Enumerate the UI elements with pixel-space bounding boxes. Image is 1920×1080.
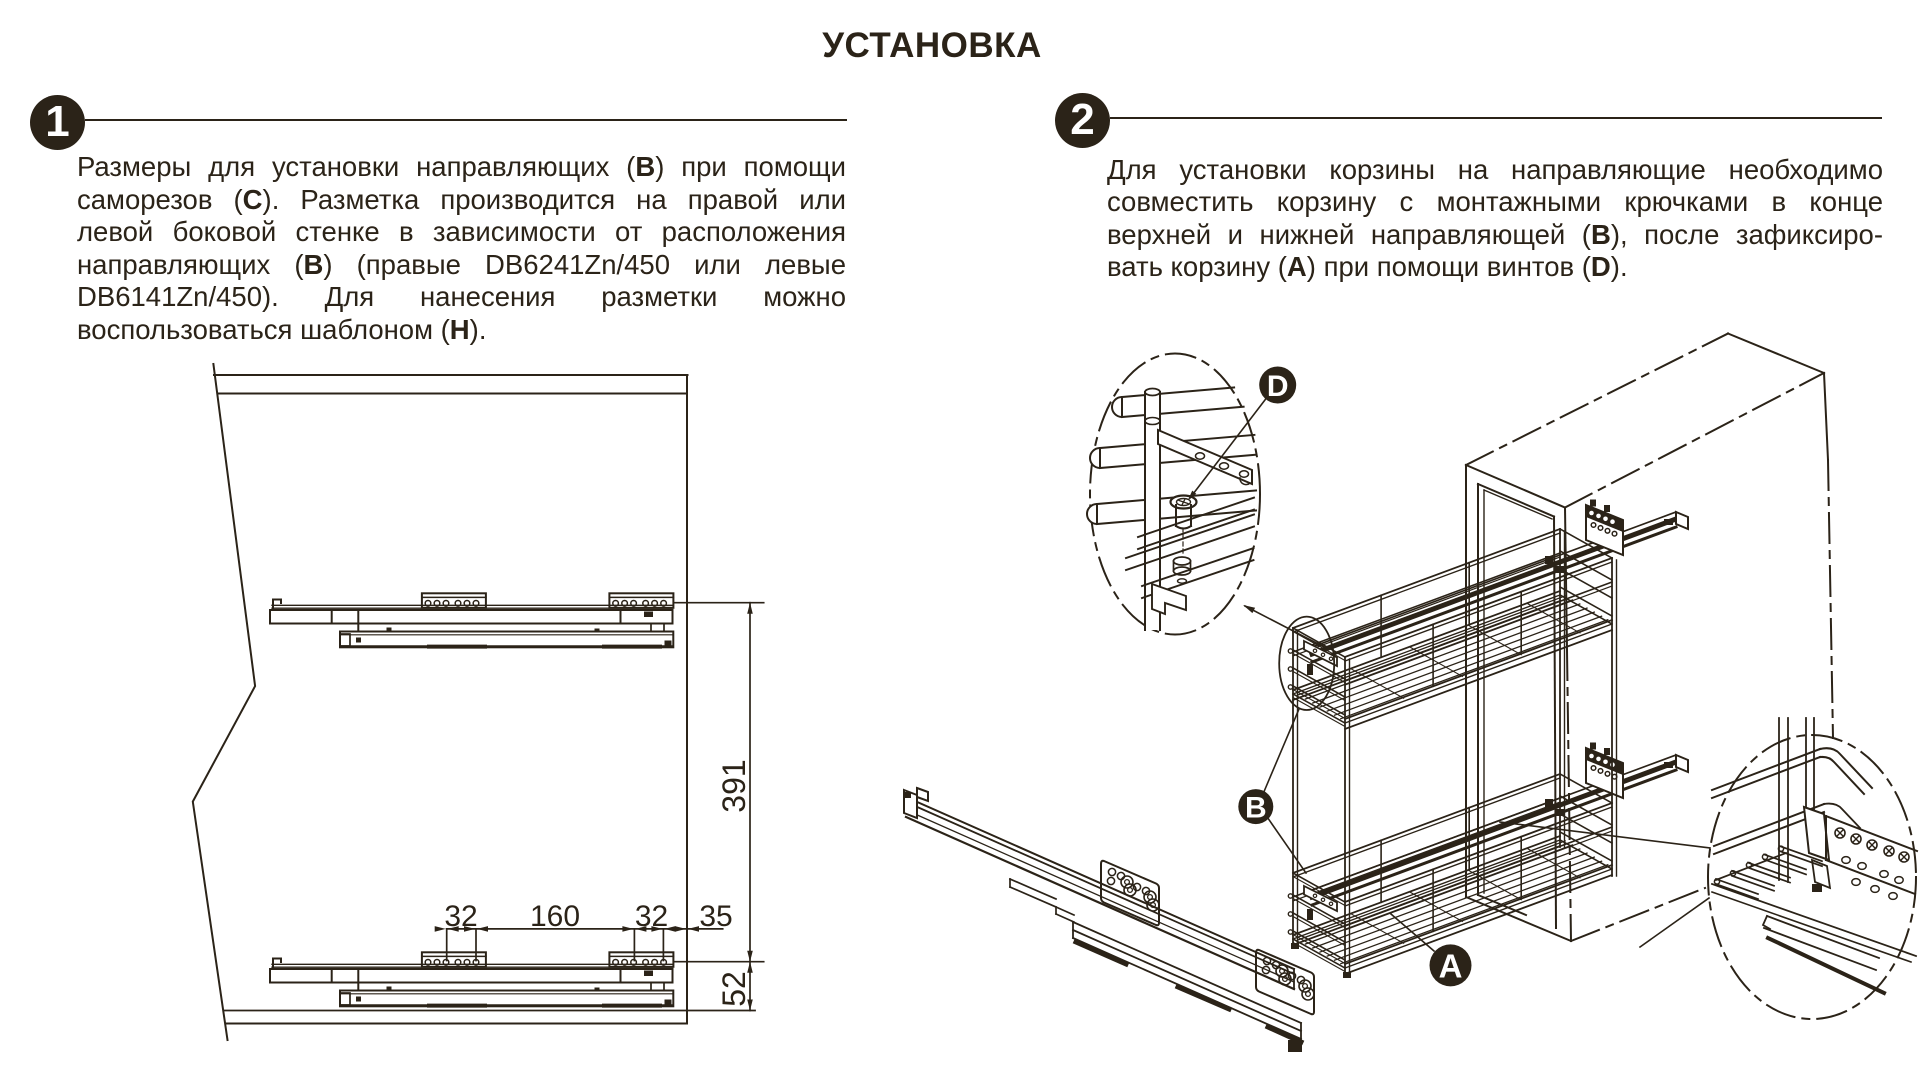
svg-text:D: D	[1267, 370, 1289, 403]
svg-text:52: 52	[716, 971, 752, 1007]
svg-text:391: 391	[716, 759, 752, 812]
svg-text:35: 35	[699, 900, 732, 933]
svg-text:160: 160	[530, 900, 580, 933]
svg-text:B: B	[1245, 792, 1267, 825]
svg-text:32: 32	[635, 900, 668, 933]
svg-text:32: 32	[444, 900, 477, 933]
svg-text:A: A	[1439, 948, 1463, 985]
